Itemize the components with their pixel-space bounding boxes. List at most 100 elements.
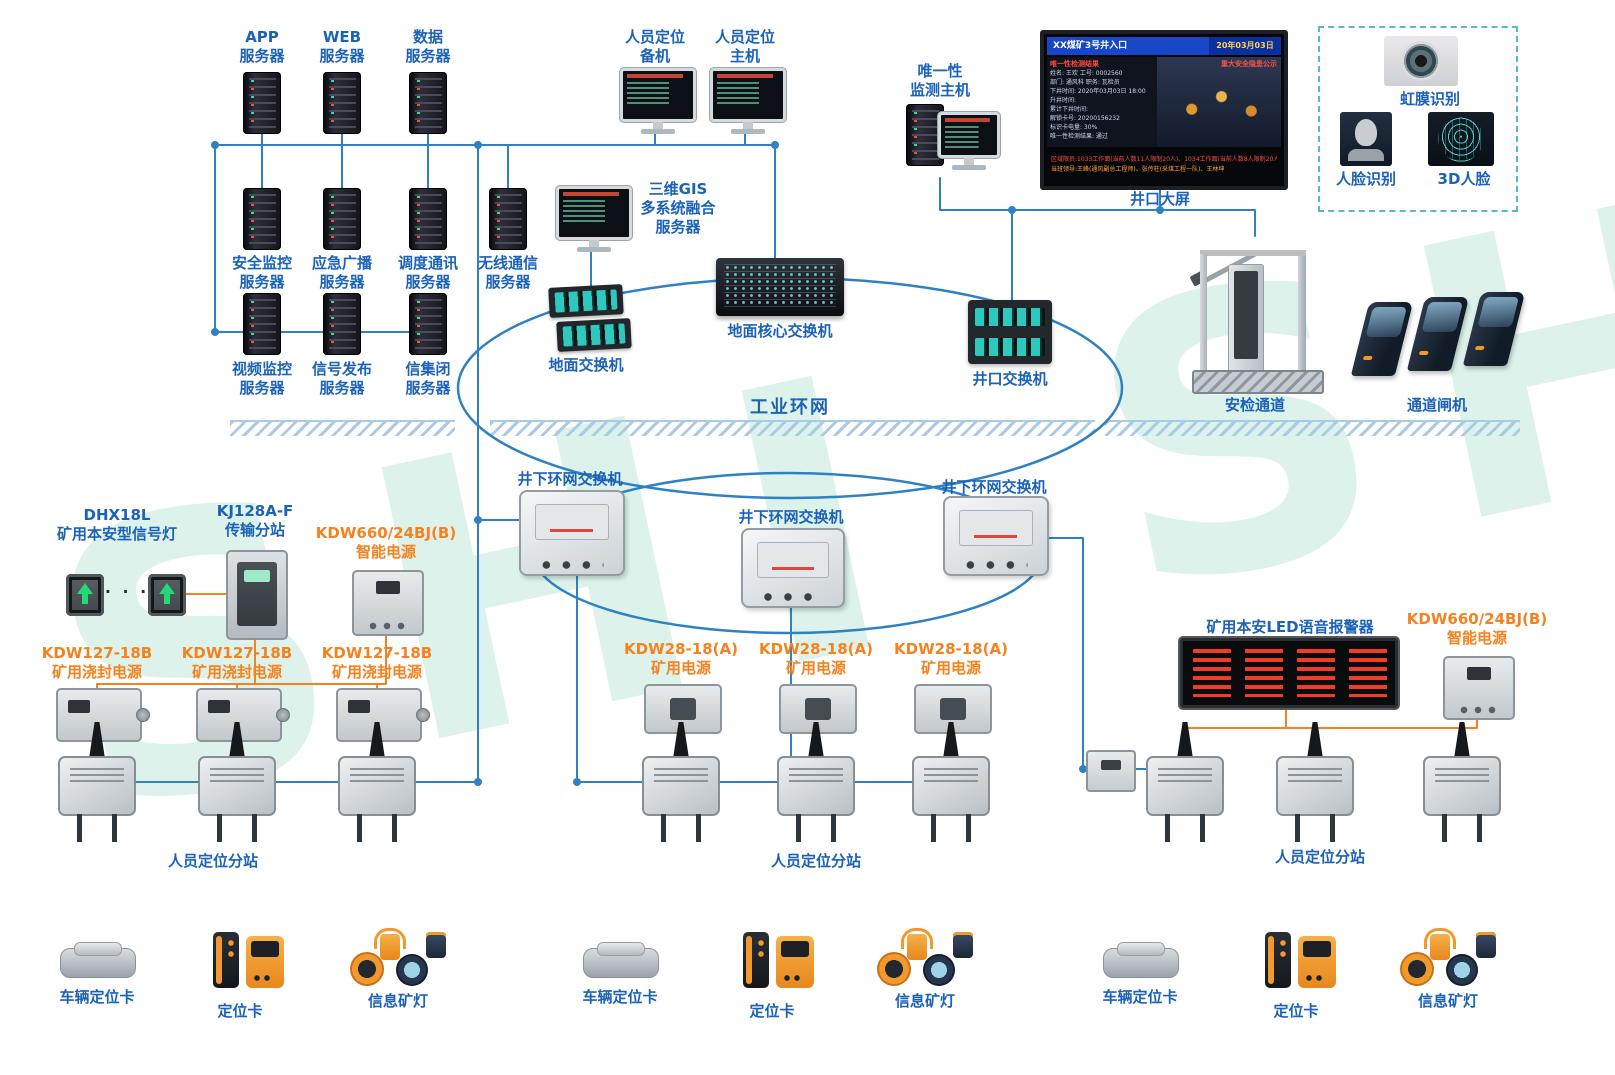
led-text-column xyxy=(1193,649,1231,697)
web-server-label: WEB 服务器 xyxy=(319,28,365,65)
loc-backup-monitor-icon xyxy=(620,68,696,122)
lamp-head-icon xyxy=(877,952,911,986)
core-switch-icon xyxy=(716,258,844,316)
lamp-head-icon xyxy=(923,954,955,986)
kdw660-right-label: KDW660/24BJ(B) 智能电源 xyxy=(1406,610,1548,647)
vehicle-card-label: 车辆定位卡 xyxy=(582,988,658,1006)
bs-bottom-line: 当班领导:王峰(通风副总工程师)、张传柱(采煤工程一队)、王林坤 xyxy=(1051,166,1225,173)
kdw127-label: KDW127-18B 矿用浇封电源 xyxy=(181,644,293,681)
dispatch-server-label: 调度通讯 服务器 xyxy=(397,254,459,291)
antenna-icon xyxy=(1177,722,1193,756)
security-scanner-icon xyxy=(1189,236,1324,394)
wellhead-switch-label: 井口交换机 xyxy=(972,370,1048,388)
lamp-head-icon xyxy=(1446,954,1478,986)
blue-wires xyxy=(96,127,1256,783)
bs-info-line: 下井时间: 2020年03月03日 18:00 xyxy=(1050,88,1146,95)
wellhead-big-screen: XX煤矿3号井入口 20年03月03日 唯一性检测结果 姓名: 王欢 工号: 0… xyxy=(1040,30,1288,190)
app-server-icon xyxy=(243,72,281,134)
scanner-pole-right xyxy=(1298,256,1306,382)
safety-server-label: 安全监控 服务器 xyxy=(231,254,293,291)
big-screen-header: XX煤矿3号井入口 20年03月03日 xyxy=(1047,37,1281,55)
lamp-battery-icon xyxy=(1430,934,1450,960)
interlock-server-icon xyxy=(409,293,447,355)
bs-bottom-line: 区域限员:1033工作面(当前人数11人限制20人)、1034工作面(当前人数8… xyxy=(1051,156,1277,163)
safety-server-icon xyxy=(243,188,281,250)
substation-label: 人员定位分站 xyxy=(167,852,259,870)
channel-gate-icon xyxy=(1350,292,1526,388)
led-alarm-icon xyxy=(1180,638,1398,708)
channel-gate-label: 通道闸机 xyxy=(1406,396,1468,414)
vehicle-card-icon xyxy=(583,948,659,978)
reader-body xyxy=(642,756,720,816)
ug-switch1-label: 井下环网交换机 xyxy=(517,470,623,488)
kj128-label: KJ128A-F 传输分站 xyxy=(216,502,294,539)
kdw660-right-icon xyxy=(1443,656,1515,720)
bs-info-line: 唯一性检测结果: 通过 xyxy=(1050,133,1108,140)
info-lamp-label: 信息矿灯 xyxy=(367,992,429,1010)
led-text-column xyxy=(1297,649,1335,697)
broadcast-server-icon xyxy=(323,188,361,250)
vehicle-card-label: 车辆定位卡 xyxy=(59,988,135,1006)
positioning-reader xyxy=(906,722,996,850)
web-server-icon xyxy=(323,72,361,134)
lamp-head-icon xyxy=(1400,952,1434,986)
antenna-icon xyxy=(943,722,959,756)
antenna-icon xyxy=(1307,722,1323,756)
loc-backup-label: 人员定位 备机 xyxy=(624,28,686,65)
bs-info-line: 累计下井时间: xyxy=(1050,106,1089,113)
scanner-beam xyxy=(1200,250,1306,256)
data-server-label: 数据 服务器 xyxy=(405,28,451,65)
positioning-reader xyxy=(192,722,282,850)
positioning-card-icon xyxy=(1265,932,1291,988)
scanner-cabinet xyxy=(1228,264,1264,384)
ug-switch2-label: 井下环网交换机 xyxy=(738,508,844,526)
positioning-card-icon xyxy=(213,932,239,988)
lamp-head-icon xyxy=(396,954,428,986)
wireless-server-icon xyxy=(489,188,527,250)
big-screen-body: 唯一性检测结果 姓名: 王欢 工号: 0002560 部门: 通风科 职务: 瓦… xyxy=(1047,57,1281,147)
positioning-reader xyxy=(332,722,422,850)
reader-body xyxy=(198,756,276,816)
antenna-icon xyxy=(89,722,105,756)
loc-main-label: 人员定位 主机 xyxy=(714,28,776,65)
lamp-battery-icon xyxy=(1476,932,1496,958)
positioning-card-label: 定位卡 xyxy=(749,1002,795,1020)
interlock-server-label: 信集闭 服务器 xyxy=(405,360,451,397)
app-server-label: APP 服务器 xyxy=(239,28,285,65)
junction-box-icon xyxy=(1086,750,1136,792)
scanner-pole-left xyxy=(1200,254,1207,382)
unique-host-tower-icon xyxy=(906,104,944,166)
info-lamp-icon xyxy=(350,928,446,988)
ground-switch-label: 地面交换机 xyxy=(548,356,624,374)
reader-body xyxy=(777,756,855,816)
antenna-icon xyxy=(808,722,824,756)
signal-server-icon xyxy=(323,293,361,355)
positioning-card-icon xyxy=(776,936,814,988)
positioning-reader xyxy=(1140,722,1230,850)
data-server-icon xyxy=(409,72,447,134)
substation-label: 人员定位分站 xyxy=(770,852,862,870)
bs-info-line: 解锁卡号: 20200156232 xyxy=(1050,115,1120,122)
ground-hatch-right xyxy=(1105,420,1520,436)
positioning-reader xyxy=(1417,722,1507,850)
lamp-battery-icon xyxy=(426,932,446,958)
kdw28-label: KDW28-18(A) 矿用电源 xyxy=(894,640,1008,677)
positioning-card-icon xyxy=(1298,936,1336,988)
face3d-image-icon xyxy=(1428,112,1494,166)
vehicle-card-icon xyxy=(60,948,136,978)
face3d-label: 3D人脸 xyxy=(1437,170,1491,188)
positioning-card-label: 定位卡 xyxy=(217,1002,263,1020)
broadcast-server-label: 应急广播 服务器 xyxy=(311,254,373,291)
scanner-base xyxy=(1192,370,1324,394)
lamp-head-icon xyxy=(350,952,384,986)
led-alarm-label: 矿用本安LED语音报警器 xyxy=(1206,618,1374,636)
security-channel-label: 安检通道 xyxy=(1224,396,1286,414)
positioning-reader xyxy=(771,722,861,850)
kj128-substation-icon xyxy=(226,550,288,640)
ground-hatch-middle xyxy=(490,420,1095,436)
gate-unit xyxy=(1406,297,1470,371)
kdw28-label: KDW28-18(A) 矿用电源 xyxy=(624,640,738,677)
positioning-card-icon xyxy=(743,932,769,988)
ug-switch2-icon xyxy=(741,528,845,608)
antenna-icon xyxy=(229,722,245,756)
